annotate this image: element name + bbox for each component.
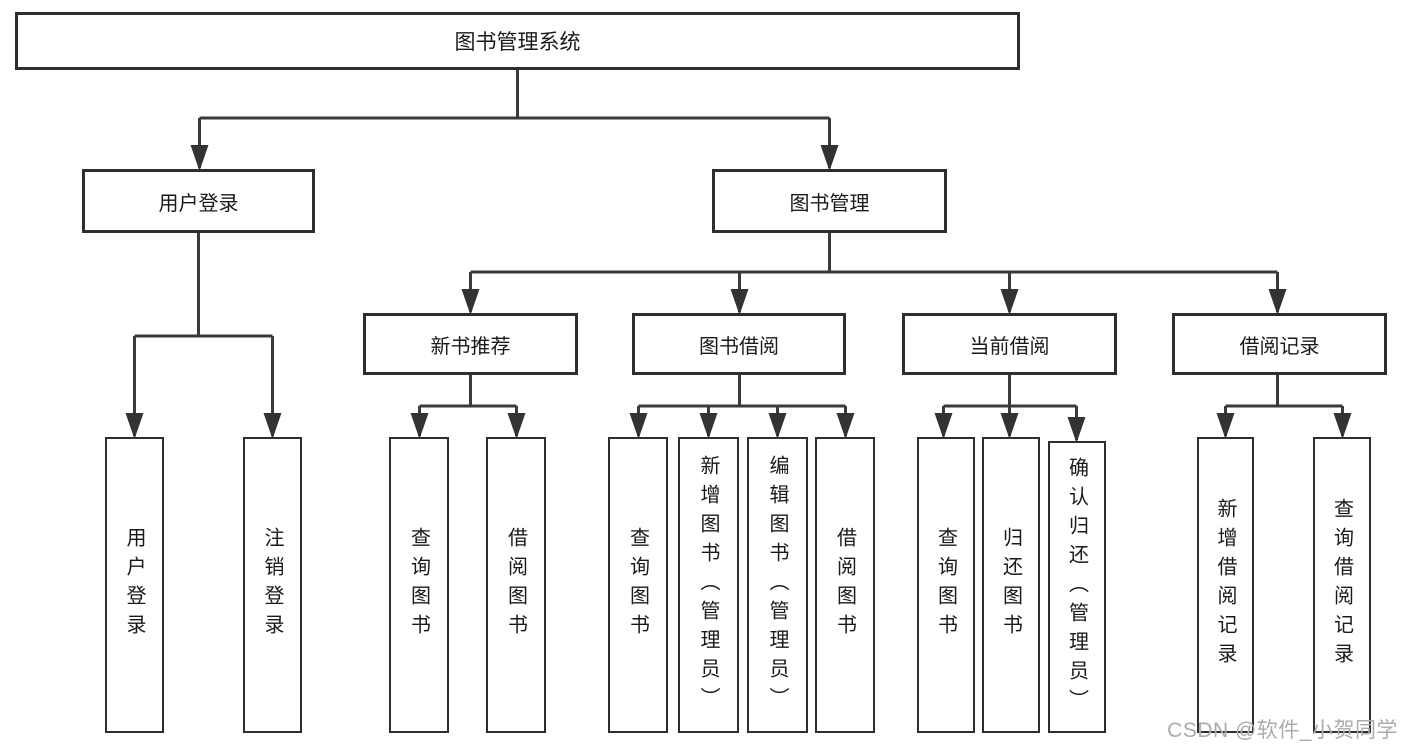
leaf-add-books-admin: 新增图书（管理员）: [678, 437, 739, 733]
leaf-query-books-current: 查询图书: [917, 437, 975, 733]
leaf-return-books: 归还图书: [982, 437, 1040, 733]
node-book-borrowing: 图书借阅: [632, 313, 846, 375]
node-current-borrowing: 当前借阅: [902, 313, 1117, 375]
leaf-logout: 注销登录: [243, 437, 302, 733]
leaf-edit-books-admin: 编辑图书（管理员）: [747, 437, 808, 733]
node-new-book-recommendation: 新书推荐: [363, 313, 578, 375]
leaf-query-borrow-record: 查询借阅记录: [1313, 437, 1371, 733]
leaf-query-books-recommend: 查询图书: [389, 437, 449, 733]
node-book-management: 图书管理: [712, 169, 947, 233]
csdn-watermark: CSDN @软件_小贺同学: [1167, 719, 1398, 742]
node-borrowing-records: 借阅记录: [1172, 313, 1387, 375]
leaf-borrow-books: 借阅图书: [815, 437, 875, 733]
node-library-management-system: 图书管理系统: [15, 12, 1020, 70]
leaf-user-login: 用户登录: [105, 437, 164, 733]
node-user-login: 用户登录: [82, 169, 315, 233]
leaf-query-books-borrow: 查询图书: [608, 437, 668, 733]
leaf-confirm-return-admin: 确认归还（管理员）: [1048, 441, 1106, 733]
leaf-borrow-books-recommend: 借阅图书: [486, 437, 546, 733]
leaf-add-borrow-record: 新增借阅记录: [1197, 437, 1254, 733]
